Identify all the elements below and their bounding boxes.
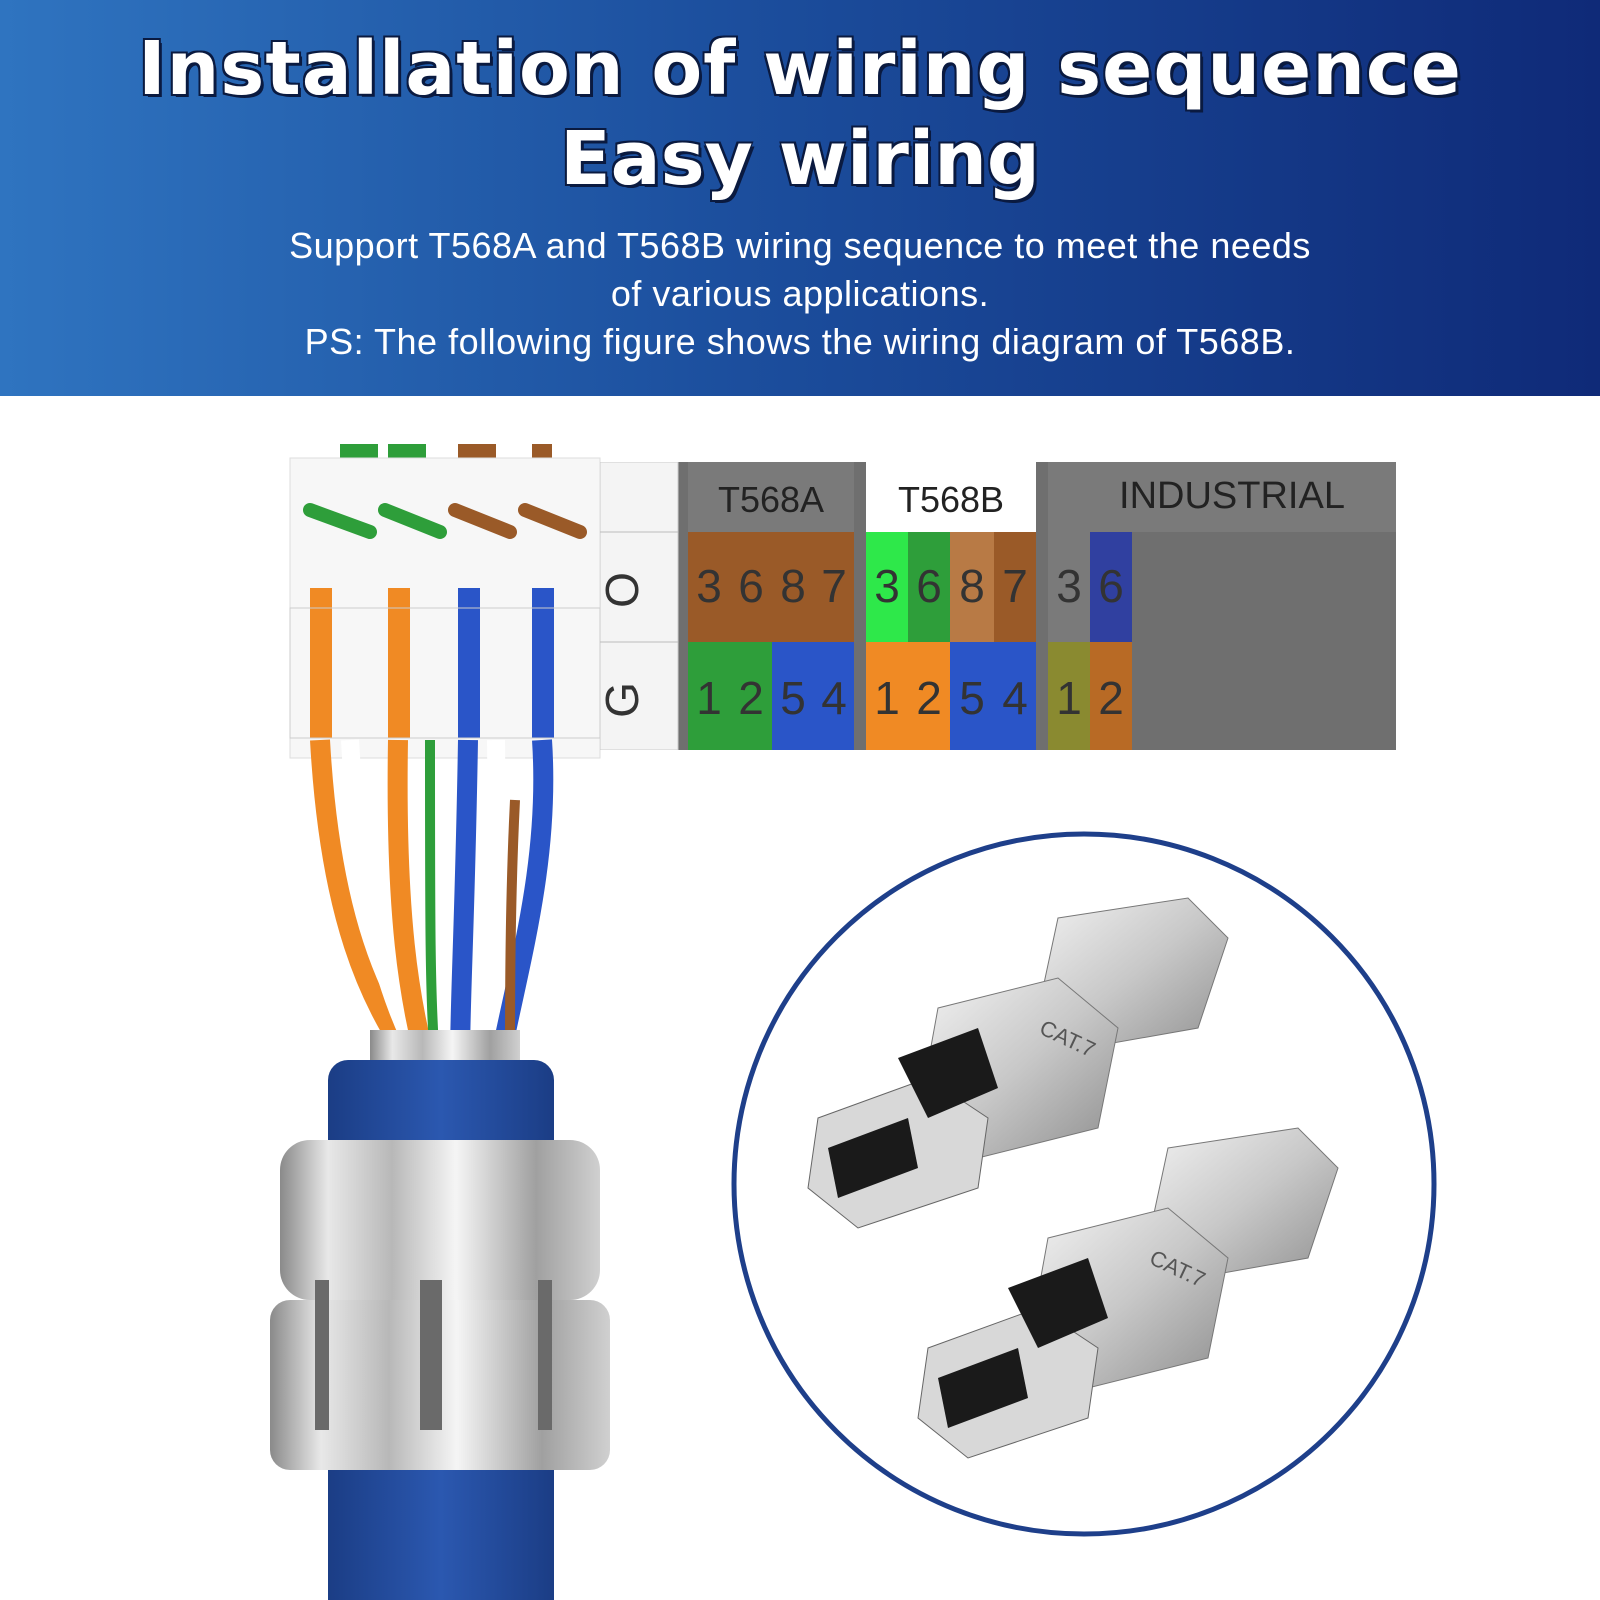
t568a-bottom-num-1: 1: [696, 672, 722, 724]
title-line-1: Installation of wiring sequence: [138, 26, 1462, 112]
wiring-table: O G T568A 3 6 8 7 1 2 5 4 T568B 3 6 8: [600, 462, 1396, 750]
title-line-2: Easy wiring: [560, 116, 1040, 202]
industrial-top-num-1: 3: [1056, 560, 1082, 612]
rj45-connector-1: CAT.7: [807, 897, 1229, 1229]
industrial-bottom-num-1: 1: [1056, 672, 1082, 724]
t568a-top-num-4: 7: [821, 560, 847, 612]
connector-inset: CAT.7 CAT.7: [731, 831, 1437, 1537]
t568b-top-num-2: 6: [916, 560, 942, 612]
subtitle-line-2: of various applications.: [610, 273, 990, 314]
t568b-bottom-num-3: 5: [959, 672, 985, 724]
header-banner: Installation of wiring sequence Easy wir…: [0, 0, 1600, 396]
top-wire-slots: [303, 503, 587, 539]
t568a-bottom-num-2: 2: [738, 672, 764, 724]
t568b-top-num-3: 8: [959, 560, 985, 612]
t568b-top-num-4: 7: [1002, 560, 1028, 612]
t568a-bottom-num-3: 5: [780, 672, 806, 724]
subtitle-line-1: Support T568A and T568B wiring sequence …: [289, 225, 1311, 266]
t568a-bottom-num-4: 4: [821, 672, 847, 724]
t568a-block: T568A 3 6 8 7 1 2 5 4: [688, 462, 854, 750]
t568a-title: T568A: [718, 479, 824, 520]
industrial-block: INDUSTRIAL 3 6 1 2: [1048, 462, 1396, 750]
cable-illustration: [270, 444, 610, 1600]
t568a-top-num-3: 8: [780, 560, 806, 612]
industrial-bottom-num-2: 2: [1098, 672, 1124, 724]
t568b-bottom-num-2: 2: [916, 672, 942, 724]
t568b-block: T568B 3 6 8 7 1 2 5 4: [866, 462, 1036, 750]
t568a-top-num-1: 3: [696, 560, 722, 612]
industrial-top-num-2: 6: [1098, 560, 1124, 612]
rj45-connector-2: CAT.7: [917, 1127, 1339, 1459]
industrial-title: INDUSTRIAL: [1119, 475, 1345, 517]
t568b-bottom-num-1: 1: [874, 672, 900, 724]
t568b-bottom-num-4: 4: [1002, 672, 1028, 724]
subtitle-line-3: PS: The following figure shows the wirin…: [304, 321, 1296, 362]
t568b-top-num-1: 3: [874, 560, 900, 612]
row-label-g: G: [600, 682, 648, 718]
row-label-o: O: [600, 572, 648, 608]
t568b-title: T568B: [898, 479, 1004, 520]
t568a-top-num-2: 6: [738, 560, 764, 612]
